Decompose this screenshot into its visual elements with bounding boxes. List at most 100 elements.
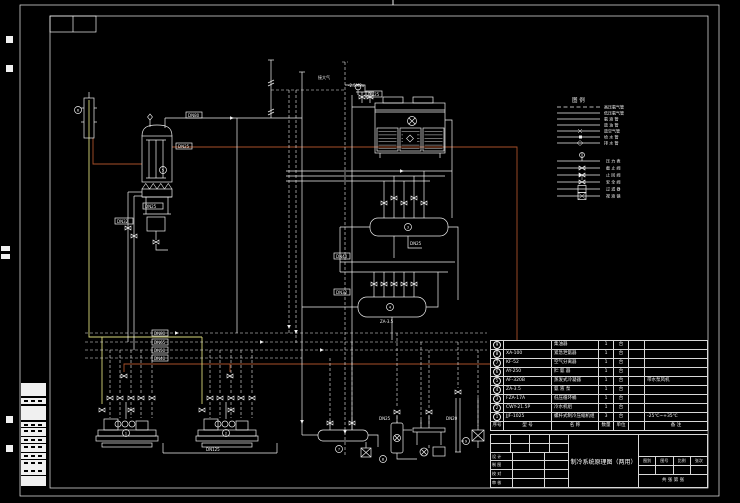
svg-text:DN32: DN32 [336, 290, 348, 295]
unit2-cell [629, 350, 644, 358]
remark-cell: -25℃~+35℃ [645, 413, 707, 421]
signature-value [513, 479, 544, 487]
info-label: 比例 [673, 457, 690, 465]
svg-text:图 例: 图 例 [572, 96, 585, 104]
signature-date [545, 479, 568, 487]
svg-text:5: 5 [162, 168, 165, 173]
unit-cell: 台 [614, 368, 628, 376]
svg-text:6: 6 [77, 108, 80, 113]
svg-text:过 滤 器: 过 滤 器 [606, 186, 621, 192]
signature-label: 校 对 [491, 470, 512, 479]
revision-cell [491, 435, 510, 443]
revision-cell [510, 443, 529, 452]
svg-text:DN25: DN25 [368, 92, 380, 97]
qty-cell: 1 [599, 395, 613, 403]
unit2-cell [629, 413, 644, 421]
model-cell: FZA-17A [504, 395, 551, 403]
unit2-cell [629, 395, 644, 403]
drawing-title: 制冷系统原理图（两用） [569, 435, 638, 487]
svg-text:3: 3 [407, 225, 410, 230]
header-cell: 数量 [599, 422, 613, 430]
svg-text:放 油 管: 放 油 管 [604, 122, 619, 128]
unit-cell: 台 [614, 350, 628, 358]
unit2-cell [629, 368, 644, 376]
qty-cell: 3 [599, 413, 613, 421]
svg-text:8: 8 [382, 457, 385, 462]
remark-cell [645, 341, 707, 349]
row-number: 6 [491, 368, 503, 376]
revision-cell [530, 435, 549, 443]
title-block-company-cell [639, 435, 707, 456]
svg-text:7: 7 [338, 447, 341, 452]
model-cell: JJF-1025 [504, 413, 551, 421]
header-cell: 单位 [614, 422, 628, 430]
remark-cell [645, 395, 707, 403]
svg-text:DN80: DN80 [188, 113, 200, 118]
svg-text:DN40: DN40 [154, 356, 166, 361]
signature-value [513, 470, 544, 479]
name-cell: 低压循环桶 [552, 395, 598, 403]
name-cell: 空气分离器 [552, 359, 598, 367]
unit2-cell [629, 341, 644, 349]
title-block: 设 计制 图校 对审 核 制冷系统原理图（两用） 图别图号比例张次 共 张 第 … [490, 434, 708, 488]
row-number: 1 [491, 413, 503, 421]
model-cell [504, 341, 551, 349]
info-value [639, 466, 656, 474]
unit-cell: 台 [614, 359, 628, 367]
title-block-signatures: 设 计制 图校 对审 核 [491, 435, 568, 487]
remark-cell [645, 359, 707, 367]
binding-strip [21, 383, 46, 486]
signature-label: 审 核 [491, 479, 512, 487]
name-cell: 螺杆式制冷压缩机组 [552, 413, 598, 421]
model-cell: CWY-21.5P [504, 404, 551, 412]
svg-text:DN25: DN25 [379, 416, 391, 421]
remark-cell [645, 350, 707, 358]
qty-cell: 1 [599, 368, 613, 376]
signature-value [513, 461, 544, 470]
model-cell: XA-100 [504, 350, 551, 358]
remark-cell [645, 386, 707, 394]
signature-label: 设 计 [491, 452, 512, 461]
row-number: 5 [491, 377, 503, 385]
header-cell: 备 注 [645, 422, 707, 430]
piping-linework [81, 59, 487, 460]
sheet-count: 共 张 第 张 [639, 475, 707, 487]
unit-cell: 台 [614, 413, 628, 421]
remark-cell [645, 404, 707, 412]
svg-text:接大气: 接大气 [318, 74, 330, 80]
unit-cell: 台 [614, 395, 628, 403]
row-number: 3 [491, 395, 503, 403]
svg-text:排 水 管: 排 水 管 [604, 140, 619, 146]
svg-text:DN20: DN20 [446, 416, 458, 421]
model-cell: ZA-3.5 [504, 386, 551, 394]
name-cell: 冷水机组 [552, 404, 598, 412]
info-value [690, 466, 707, 474]
svg-text:安 全 阀: 安 全 阀 [606, 179, 621, 185]
unit-cell: 台 [614, 404, 628, 412]
svg-text:截 止 阀: 截 止 阀 [606, 165, 621, 171]
model-cell: AF-320B [504, 377, 551, 385]
signature-value [513, 452, 544, 461]
name-cell: 紧急泄氨器 [552, 350, 598, 358]
qty-cell: 1 [599, 359, 613, 367]
svg-text:1: 1 [125, 431, 128, 436]
svg-text:DN40: DN40 [336, 254, 348, 259]
revision-cell [530, 443, 549, 452]
unit2-cell [629, 404, 644, 412]
model-cell: KF-52 [504, 359, 551, 367]
model-cell: AY-250 [504, 368, 551, 376]
svg-text:给 水 管: 给 水 管 [604, 134, 619, 140]
svg-text:DN50: DN50 [154, 348, 166, 353]
svg-text:2: 2 [225, 431, 228, 436]
info-value [673, 466, 690, 474]
svg-text:ZA-3.5: ZA-3.5 [380, 319, 394, 324]
svg-text:视 液 镜: 视 液 镜 [606, 193, 621, 199]
qty-cell: 1 [599, 404, 613, 412]
unit-cell: 台 [614, 386, 628, 394]
svg-text:DN80: DN80 [154, 331, 166, 336]
title-block-info: 图别图号比例张次 共 张 第 张 [639, 435, 707, 487]
remark-cell: 带水泵风机 [645, 377, 707, 385]
revision-cell [510, 435, 529, 443]
